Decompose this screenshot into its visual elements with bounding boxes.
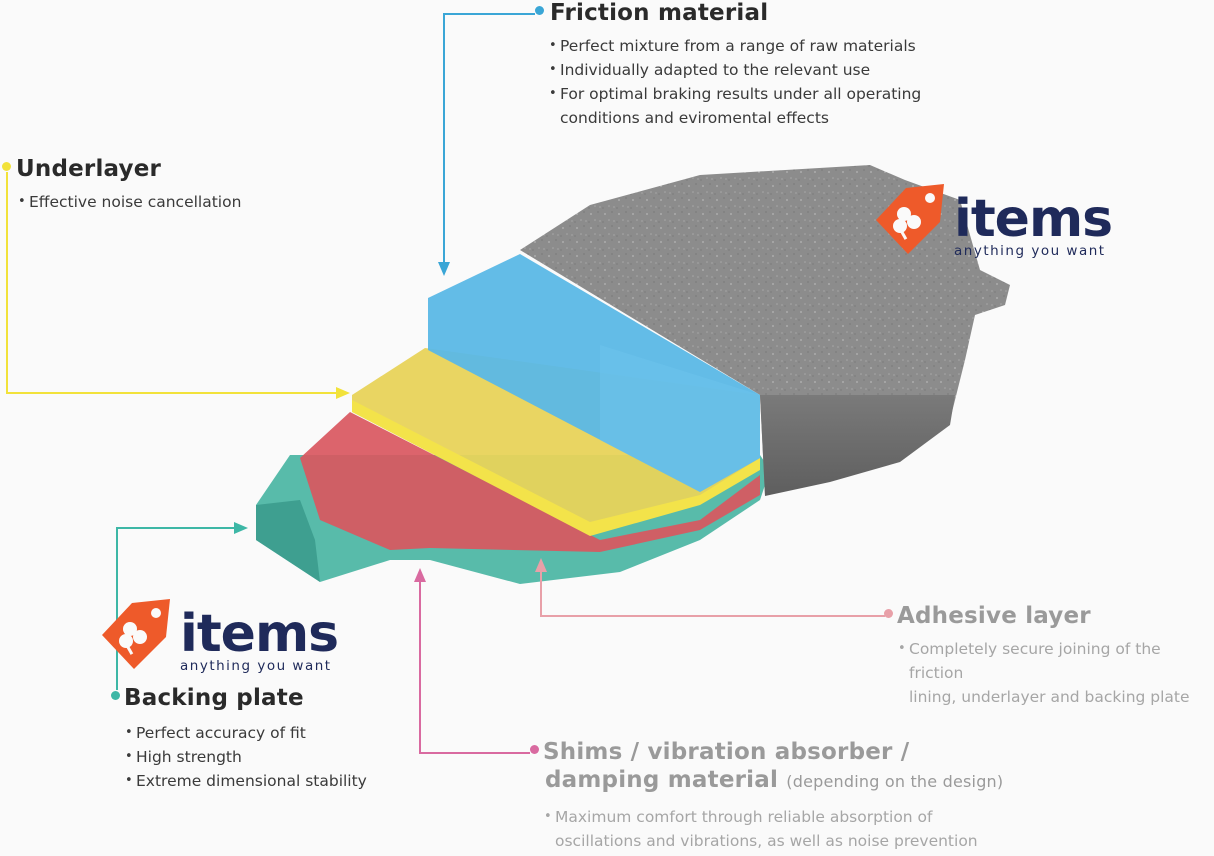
shims-title-line2: damping material: [545, 767, 779, 793]
callout-backing-plate: Backing plate Perfect accuracy of fit Hi…: [111, 685, 367, 793]
adhesive-title: Adhesive layer: [897, 603, 1091, 629]
clover-tag-icon: [876, 184, 944, 254]
backing-title-row: Backing plate: [111, 685, 367, 711]
friction-bullet: Perfect mixture from a range of raw mate…: [549, 34, 921, 58]
callout-underlayer: Underlayer Effective noise cancellation: [2, 156, 241, 214]
shims-title-row-1: Shims / vibration absorber /: [530, 739, 1003, 765]
friction-title-row: Friction material: [535, 0, 921, 26]
brand-logo: items anything you want: [92, 595, 339, 677]
friction-title: Friction material: [550, 0, 769, 26]
adhesive-title-row: Adhesive layer: [884, 603, 1214, 629]
adhesive-bullet: Completely secure joining of the frictio…: [898, 637, 1214, 685]
backing-bullet: Extreme dimensional stability: [125, 769, 367, 793]
friction-dot-icon: [535, 6, 544, 15]
callout-shims: Shims / vibration absorber / damping mat…: [530, 739, 1003, 853]
friction-bullet: Individually adapted to the relevant use: [549, 58, 921, 82]
backing-bullet: Perfect accuracy of fit: [125, 721, 367, 745]
adhesive-bullets: Completely secure joining of the frictio…: [898, 637, 1214, 709]
backing-bullets: Perfect accuracy of fit High strength Ex…: [125, 721, 367, 793]
backing-title: Backing plate: [124, 685, 304, 711]
clover-tag-icon: [102, 599, 170, 669]
friction-bullets: Perfect mixture from a range of raw mate…: [549, 34, 921, 130]
shims-bullet-cont: oscillations and vibrations, as well as …: [555, 832, 978, 850]
shims-title-suffix: (depending on the design): [786, 772, 1004, 791]
shims-bullets: Maximum comfort through reliable absorpt…: [544, 805, 1003, 853]
brand-wordmark: items: [180, 604, 339, 664]
backing-bullet: High strength: [125, 745, 367, 769]
adhesive-bullet: lining, underlayer and backing plate: [898, 685, 1214, 709]
shims-bullet: oscillations and vibrations, as well as …: [544, 829, 1003, 853]
friction-bullet: conditions and eviromental effects: [549, 106, 921, 130]
shims-bullet: Maximum comfort through reliable absorpt…: [544, 805, 1003, 829]
underlayer-title-row: Underlayer: [2, 156, 241, 182]
friction-bullet: For optimal braking results under all op…: [549, 82, 921, 106]
brand-wordmark: items: [954, 189, 1113, 249]
callout-friction-material: Friction material Perfect mixture from a…: [535, 0, 921, 130]
brand-logo: items anything you want: [866, 180, 1113, 262]
shims-dot-icon: [530, 745, 539, 754]
friction-bullet-cont: conditions and eviromental effects: [560, 109, 829, 127]
brand-tagline: anything you want: [180, 658, 332, 674]
underlayer-title: Underlayer: [16, 156, 162, 182]
underlayer-bullet: Effective noise cancellation: [18, 190, 241, 214]
callout-adhesive-layer: Adhesive layer Completely secure joining…: [884, 603, 1214, 709]
adhesive-dot-icon: [884, 609, 893, 618]
underlayer-bullets: Effective noise cancellation: [18, 190, 241, 214]
brand-tagline: anything you want: [954, 243, 1106, 259]
shims-title-line1: Shims / vibration absorber /: [543, 739, 910, 765]
underlayer-dot-icon: [2, 162, 11, 171]
backing-dot-icon: [111, 691, 120, 700]
adhesive-layer-shape: [300, 412, 760, 552]
adhesive-bullet-cont: lining, underlayer and backing plate: [909, 688, 1190, 706]
shims-title-row-2: damping material (depending on the desig…: [545, 767, 1003, 793]
